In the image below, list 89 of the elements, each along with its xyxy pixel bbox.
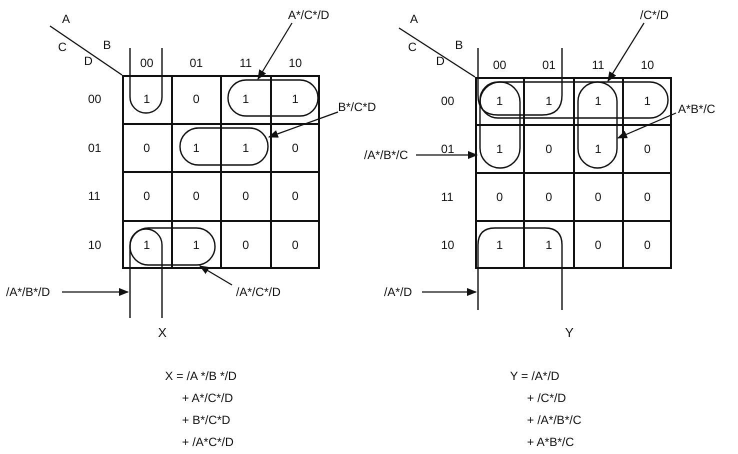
equation-line: + B*/C*D [182, 413, 230, 427]
map-cell: 1 [172, 124, 221, 172]
grouping-loop [129, 227, 216, 266]
map-cell: 0 [172, 172, 221, 220]
equation-line: Y = /A*/D [510, 369, 560, 383]
term-label: A*/C*/D [288, 8, 330, 22]
map-cell: 0 [524, 173, 574, 221]
map-cell: 0 [574, 173, 623, 221]
variable-label: C [408, 40, 417, 54]
grouping-loop [577, 81, 618, 169]
leader-arrow [62, 288, 129, 296]
term-label: /C*/D [640, 8, 669, 22]
variable-label: B [103, 38, 112, 52]
variable-label: C [58, 40, 67, 54]
equation-line: + A*/C*/D [182, 391, 234, 405]
row-header: 01 [88, 140, 102, 155]
variable-label: A [410, 12, 418, 26]
leader-arrow [199, 265, 232, 286]
map-cell: 1 [221, 124, 270, 172]
row-header: 10 [441, 238, 454, 252]
map-cell: 1 [270, 75, 320, 124]
map-cell: 1 [475, 125, 524, 173]
leader-arrow [257, 22, 293, 80]
map-cell: 0 [172, 75, 221, 124]
map-cell: 1 [172, 220, 221, 269]
map-cell: 0 [122, 172, 172, 220]
equation-line: + /A*C*/D [182, 435, 234, 449]
row-header: 11 [88, 189, 100, 204]
map-cell: 1 [221, 75, 270, 124]
leader-arrow [607, 22, 644, 82]
map-name: X [158, 326, 167, 340]
map-cell: 0 [622, 125, 672, 173]
map-cell: 1 [524, 77, 574, 125]
variable-label: D [84, 54, 93, 68]
column-header: 01 [188, 56, 204, 70]
term-label: /A*/C*/D [236, 285, 281, 299]
map-cell: 0 [221, 220, 270, 269]
row-header: 01 [441, 142, 454, 156]
grouping-loop [227, 79, 319, 117]
map-cell: 1 [122, 220, 172, 269]
equation-line: + A*B*/C [527, 435, 574, 449]
column-header: 11 [590, 58, 606, 72]
column-header: 10 [640, 58, 656, 72]
variable-label: A [62, 12, 70, 26]
map-cell: 1 [574, 125, 623, 173]
map-cell: 0 [122, 124, 172, 172]
row-header: 00 [88, 92, 102, 106]
map-name: Y [565, 326, 574, 340]
map-cell: 1 [122, 75, 172, 124]
leader-arrow [416, 151, 478, 159]
term-label: /A*/D [384, 285, 412, 299]
map-cell: 0 [622, 173, 672, 221]
leader-arrow [268, 111, 338, 138]
grouping-loop [479, 81, 669, 119]
map-cell: 1 [622, 77, 672, 125]
map-cell: 1 [475, 221, 524, 269]
map-cell: 0 [524, 125, 574, 173]
leader-arrow [617, 112, 676, 139]
term-label: /A*/B*/D [6, 285, 50, 299]
map-cell: 0 [270, 124, 320, 172]
column-header: 10 [288, 56, 303, 70]
map-cell: 0 [221, 172, 270, 220]
variable-label: B [455, 38, 464, 52]
grouping-loop [129, 47, 163, 319]
map-cell: 0 [574, 221, 623, 269]
map-cell: 1 [524, 221, 574, 269]
map-cell: 0 [270, 172, 320, 220]
equation-line: X = /A */B */D [165, 369, 237, 383]
grouping-loop [179, 127, 269, 166]
row-header: 11 [441, 190, 454, 204]
map-cell: 0 [475, 173, 524, 221]
map-cell: 0 [270, 220, 320, 269]
column-header: 00 [139, 56, 154, 70]
map-cell: 1 [574, 77, 623, 125]
term-label: /A*/B*/C [364, 148, 408, 162]
equation-line: + /A*/B*/C [527, 413, 582, 427]
map-cell: 1 [475, 77, 524, 125]
row-header: 10 [88, 238, 102, 252]
grouping-loop [477, 47, 563, 311]
leader-arrow [422, 288, 477, 296]
row-header: 00 [441, 94, 454, 108]
variable-label: D [436, 54, 445, 68]
column-header: 11 [238, 56, 253, 70]
map-cell: 0 [622, 221, 672, 269]
term-label: A*B*/C [678, 102, 716, 116]
column-header: 01 [541, 58, 557, 72]
column-header: 00 [492, 58, 508, 72]
equation-line: + /C*/D [527, 391, 566, 405]
term-label: B*/C*D [338, 100, 376, 114]
